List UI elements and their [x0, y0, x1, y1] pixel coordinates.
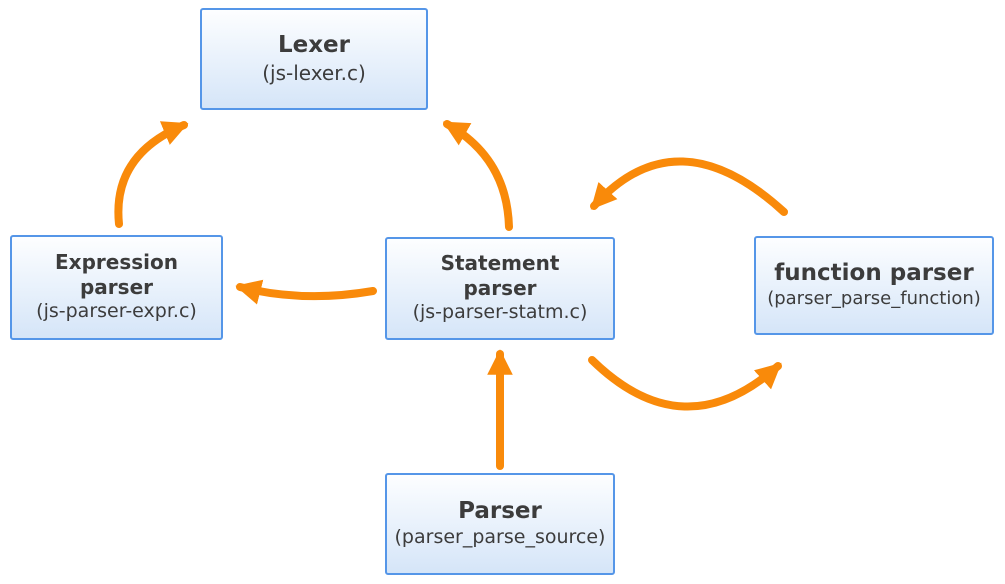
node-function-parser-subtitle: (parser_parse_function)	[767, 288, 981, 310]
edge-statement-parser-to-lexer	[442, 120, 513, 231]
node-lexer-subtitle: (js-lexer.c)	[262, 60, 366, 85]
edge-function-parser-to-statement-parser	[590, 157, 788, 216]
node-parser-subtitle: (parser_parse_source)	[394, 526, 606, 549]
edge-expression-parser-to-lexer	[114, 121, 189, 228]
node-expression-parser-title: Expression parser	[55, 250, 178, 299]
node-statement-parser-subtitle: (js-parser-statm.c)	[412, 301, 588, 324]
edge-statement-parser-to-function-parser	[588, 356, 782, 411]
node-lexer-title: Lexer	[277, 32, 351, 59]
edge-statement-parser-to-expression-parser	[235, 279, 377, 305]
node-lexer: Lexer (js-lexer.c)	[200, 8, 428, 110]
node-statement-parser: Statement parser (js-parser-statm.c)	[385, 237, 615, 340]
node-expression-parser-subtitle: (js-parser-expr.c)	[36, 300, 197, 323]
node-parser: Parser (parser_parse_source)	[385, 473, 615, 575]
node-function-parser-title: function parser	[774, 260, 974, 287]
node-parser-title: Parser	[458, 498, 542, 525]
node-statement-parser-title: Statement parser	[440, 251, 560, 300]
node-function-parser: function parser (parser_parse_function)	[754, 236, 994, 335]
node-expression-parser: Expression parser (js-parser-expr.c)	[10, 235, 223, 340]
